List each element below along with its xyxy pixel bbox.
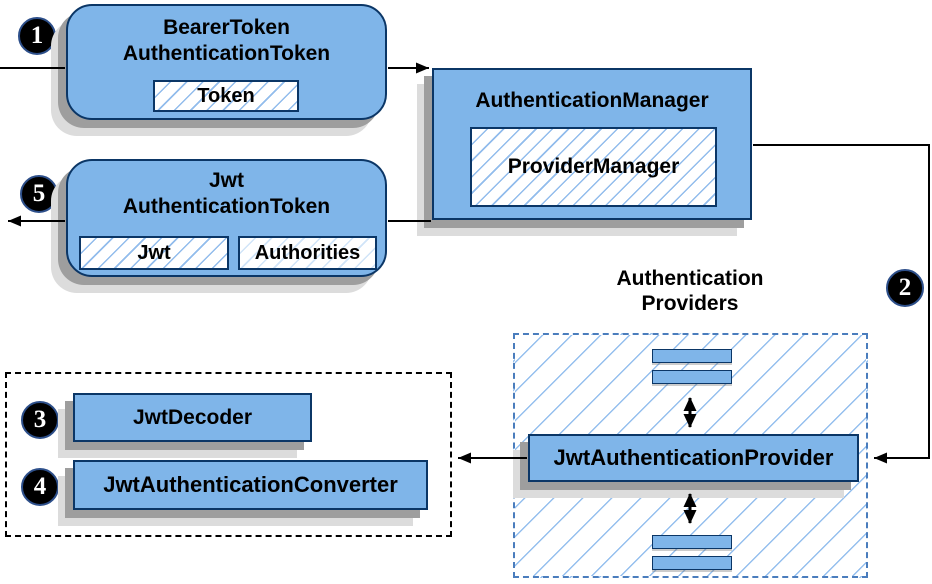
bearer-token-authentication-token-node: BearerToken AuthenticationToken Token [66, 4, 387, 120]
provider-slot-bar-bottom-1 [652, 535, 732, 549]
provider-slot-bar-bottom-2 [652, 556, 732, 570]
authentication-providers-label: Authentication Providers [555, 266, 825, 316]
jwt-decoder-node: JwtDecoder [73, 393, 312, 442]
provider-slot-bar-top-2 [652, 370, 732, 384]
authentication-manager-title: AuthenticationManager [475, 89, 709, 112]
jwt-processing-group-box [5, 372, 452, 537]
step-4-badge: 4 [21, 468, 59, 506]
jwt-token-title-line2: AuthenticationToken [122, 195, 331, 218]
jwt-token-title-line1: Jwt [208, 169, 244, 192]
step-5-badge: 5 [20, 175, 58, 213]
provider-manager-field: ProviderManager [470, 127, 717, 207]
step-2-badge: 2 [886, 269, 924, 307]
step-3-badge: 3 [21, 401, 59, 439]
authorities-field: Authorities [238, 236, 377, 270]
jwt-authentication-provider-node: JwtAuthenticationProvider [528, 434, 859, 482]
bearer-token-title-line2: AuthenticationToken [122, 42, 331, 65]
authentication-manager-node: AuthenticationManager ProviderManager [432, 68, 752, 220]
jwt-field: Jwt [79, 236, 229, 270]
authentication-providers-label-line1: Authentication [616, 267, 764, 290]
bearer-token-title-line1: BearerToken [163, 16, 290, 39]
jwt-authentication-token-node: Jwt AuthenticationToken Jwt Authorities [66, 159, 387, 277]
jwt-authentication-converter-node: JwtAuthenticationConverter [73, 460, 428, 510]
provider-slot-bar-top-1 [652, 349, 732, 363]
token-field: Token [153, 80, 299, 112]
step-1-badge: 1 [18, 17, 56, 55]
authentication-providers-label-line2: Providers [641, 292, 739, 315]
